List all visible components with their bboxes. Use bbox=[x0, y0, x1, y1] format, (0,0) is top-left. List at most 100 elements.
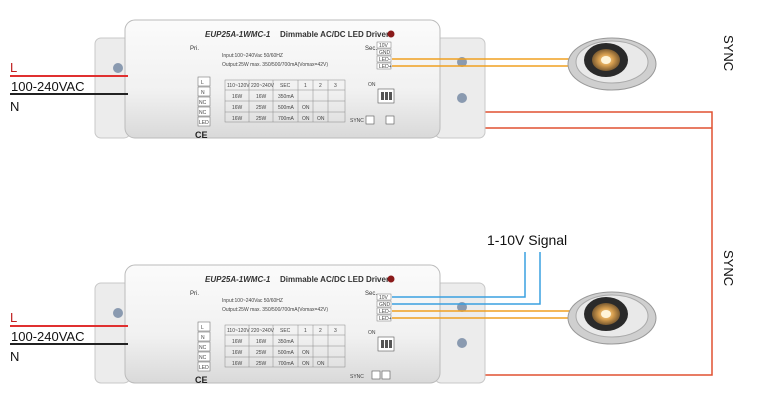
neutral-label: N bbox=[10, 99, 19, 114]
indicator-led bbox=[387, 275, 395, 283]
svg-text:1: 1 bbox=[304, 328, 307, 334]
svg-text:10V: 10V bbox=[379, 43, 389, 49]
svg-text:SEC: SEC bbox=[280, 328, 291, 334]
svg-text:ON: ON bbox=[317, 361, 325, 367]
led-output-wires-bottom bbox=[392, 310, 575, 319]
sec-terminals: 10V GND LED- LED+ bbox=[376, 41, 392, 70]
svg-text:25W: 25W bbox=[256, 105, 267, 111]
mounting-hole-left bbox=[113, 63, 123, 73]
svg-text:700mA: 700mA bbox=[278, 361, 295, 367]
svg-text:110~120V: 110~120V bbox=[227, 83, 250, 89]
svg-text:25W: 25W bbox=[256, 350, 267, 356]
mounting-hole-right-2 bbox=[457, 338, 467, 348]
ac-input-top: L 100-240VAC N bbox=[10, 60, 128, 114]
svg-text:ON: ON bbox=[302, 116, 310, 122]
sec-label: Sec. bbox=[365, 46, 377, 52]
svg-text:LED-: LED- bbox=[379, 309, 391, 315]
sec-terminals: 10V GND LED- LED+ bbox=[376, 293, 392, 322]
sync-terminal-1 bbox=[371, 370, 381, 380]
svg-text:350mA: 350mA bbox=[278, 94, 295, 100]
ce-mark: CE bbox=[195, 130, 208, 140]
live-label: L bbox=[10, 310, 17, 325]
live-label: L bbox=[10, 60, 17, 75]
sync-terminal-2 bbox=[385, 115, 395, 125]
svg-text:3: 3 bbox=[334, 328, 337, 334]
pri-label: Pri. bbox=[190, 46, 199, 52]
indicator-led bbox=[387, 30, 395, 38]
sync-terminal-label: SYNC bbox=[350, 118, 364, 124]
ac-voltage-label: 100-240VAC bbox=[11, 329, 84, 344]
output-spec: Output:25W max. 350/500/700mA(Vomax=42V) bbox=[222, 62, 328, 68]
mounting-hole-left bbox=[113, 308, 123, 318]
output-spec: Output:25W max. 350/500/700mA(Vomax=42V) bbox=[222, 307, 328, 313]
driver-model: EUP25A-1WMC-1 bbox=[205, 30, 271, 39]
svg-text:3: 3 bbox=[334, 83, 337, 89]
driver-description: Dimmable AC/DC LED Driver bbox=[280, 30, 389, 39]
pri-terminals: L N NC NC LED bbox=[197, 321, 211, 372]
led-downlight-top bbox=[567, 37, 657, 91]
pri-terminals: L N NC NC LED bbox=[197, 76, 211, 127]
sync-label-top: SYNC bbox=[721, 35, 736, 71]
signal-wires bbox=[392, 252, 541, 305]
svg-text:N: N bbox=[201, 335, 205, 341]
input-spec: Input:100~240Vac 50/60HZ bbox=[222, 298, 283, 304]
svg-text:16W: 16W bbox=[232, 94, 243, 100]
svg-text:LED+: LED+ bbox=[379, 316, 392, 322]
svg-text:ON: ON bbox=[317, 116, 325, 122]
sync-label-bottom: SYNC bbox=[721, 250, 736, 286]
svg-text:L: L bbox=[201, 80, 204, 86]
led-downlight-bottom bbox=[567, 291, 657, 345]
svg-text:220~240V: 220~240V bbox=[251, 328, 275, 334]
dip-on-label: ON bbox=[368, 82, 376, 88]
svg-text:L: L bbox=[201, 325, 204, 331]
sync-terminal-1 bbox=[365, 115, 375, 125]
svg-text:16W: 16W bbox=[232, 350, 243, 356]
led-output-wires-top bbox=[392, 58, 575, 67]
svg-text:LED: LED bbox=[199, 365, 209, 371]
svg-text:N: N bbox=[201, 90, 205, 96]
svg-text:500mA: 500mA bbox=[278, 105, 295, 111]
svg-text:ON: ON bbox=[302, 361, 310, 367]
svg-text:GND: GND bbox=[379, 50, 391, 56]
sync-terminal-2 bbox=[381, 370, 391, 380]
neutral-label: N bbox=[10, 349, 19, 364]
svg-text:25W: 25W bbox=[256, 116, 267, 122]
sync-terminal-label: SYNC bbox=[350, 374, 364, 380]
svg-text:LED: LED bbox=[199, 120, 209, 126]
svg-text:16W: 16W bbox=[232, 105, 243, 111]
svg-text:220~240V: 220~240V bbox=[251, 83, 275, 89]
dip-on-label: ON bbox=[368, 330, 376, 336]
svg-text:16W: 16W bbox=[232, 361, 243, 367]
svg-text:NC: NC bbox=[199, 355, 207, 361]
signal-label: 1-10V Signal bbox=[487, 232, 567, 248]
svg-text:NC: NC bbox=[199, 100, 207, 106]
svg-text:16W: 16W bbox=[232, 339, 243, 345]
driver-bottom: EUP25A-1WMC-1 Dimmable AC/DC LED Driver … bbox=[94, 264, 486, 385]
svg-text:16W: 16W bbox=[232, 116, 243, 122]
ce-mark: CE bbox=[195, 375, 208, 385]
current-table: 110~120V 220~240V SEC 1 2 3 16W 16W 350m… bbox=[224, 324, 346, 368]
svg-text:10V: 10V bbox=[379, 295, 389, 301]
svg-text:350mA: 350mA bbox=[278, 339, 295, 345]
svg-text:110~120V: 110~120V bbox=[227, 328, 250, 334]
svg-text:16W: 16W bbox=[256, 94, 267, 100]
ac-voltage-label: 100-240VAC bbox=[11, 79, 84, 94]
svg-text:2: 2 bbox=[319, 83, 322, 89]
current-table: 110~120V 220~240V SEC 1 2 3 16W 16W 350m… bbox=[224, 79, 346, 123]
svg-text:SEC: SEC bbox=[280, 83, 291, 89]
pri-label: Pri. bbox=[190, 291, 199, 297]
input-spec: Input:100~240Vac 50/60HZ bbox=[222, 53, 283, 59]
sec-label: Sec. bbox=[365, 291, 377, 297]
svg-text:1: 1 bbox=[304, 83, 307, 89]
driver-model: EUP25A-1WMC-1 bbox=[205, 275, 271, 284]
svg-text:GND: GND bbox=[379, 302, 391, 308]
ac-input-bottom: L 100-240VAC N bbox=[10, 310, 128, 364]
svg-text:500mA: 500mA bbox=[278, 350, 295, 356]
svg-text:25W: 25W bbox=[256, 361, 267, 367]
svg-text:2: 2 bbox=[319, 328, 322, 334]
mounting-hole-right-2 bbox=[457, 93, 467, 103]
svg-text:LED-: LED- bbox=[379, 57, 391, 63]
svg-text:700mA: 700mA bbox=[278, 116, 295, 122]
